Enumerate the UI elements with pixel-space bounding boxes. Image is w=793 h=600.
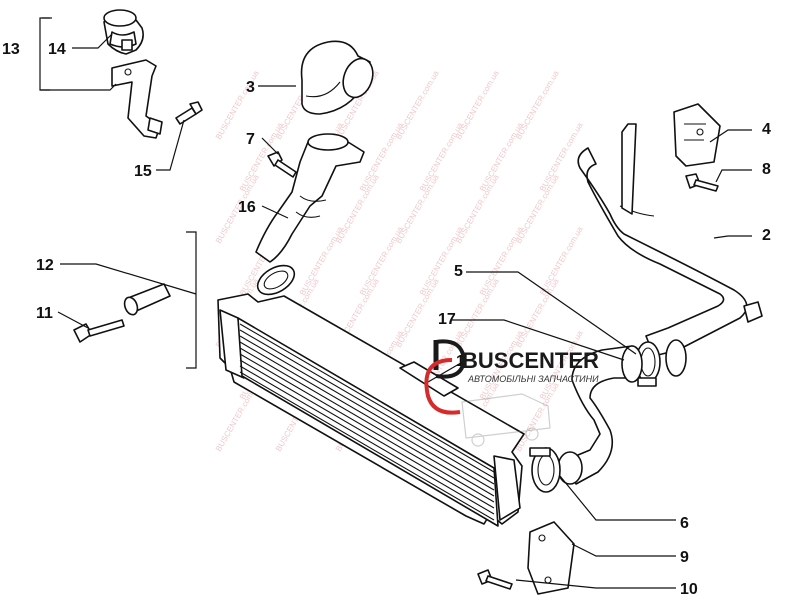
intercooler-fin bbox=[239, 353, 495, 503]
part-7-bolt bbox=[267, 151, 297, 178]
watermark-text: BUSCENTER.com.ua bbox=[514, 381, 561, 453]
watermark-text: BUSCENTER.com.ua bbox=[538, 121, 585, 193]
watermark-text: BUSCENTER.com.ua bbox=[478, 121, 525, 193]
callout-2: 2 bbox=[762, 227, 771, 244]
callout-10: 10 bbox=[680, 581, 698, 598]
leader-lines bbox=[40, 17, 752, 589]
callout-1: 1 bbox=[456, 353, 465, 370]
watermark-text: BUSCENTER.com.ua bbox=[298, 225, 345, 297]
callout-8: 8 bbox=[762, 161, 771, 178]
intercooler-fin bbox=[239, 371, 495, 521]
callout-13: 13 bbox=[2, 41, 20, 58]
callout-16: 16 bbox=[238, 199, 256, 216]
intercooler-fin bbox=[239, 347, 495, 497]
part-1-intercooler bbox=[217, 293, 525, 527]
part-3-elbow-hose bbox=[300, 40, 374, 115]
callout-3: 3 bbox=[246, 79, 255, 96]
intercooler-fins bbox=[239, 323, 495, 521]
group-bracket-12 bbox=[186, 231, 197, 369]
intercooler-fin bbox=[239, 359, 495, 509]
logo-brand: BUSCENTER bbox=[462, 348, 599, 373]
callout-7: 7 bbox=[246, 131, 255, 148]
intercooler-fin bbox=[239, 323, 495, 473]
callout-15: 15 bbox=[134, 163, 152, 180]
part-16-hose bbox=[255, 133, 365, 296]
intercooler-fin bbox=[239, 341, 495, 491]
callout-11: 11 bbox=[36, 305, 53, 322]
logo-tagline: АВТОМОБІЛЬНІ ЗАПЧАСТИНИ bbox=[467, 374, 599, 384]
part-6-clamp bbox=[529, 447, 561, 493]
callout-12: 12 bbox=[36, 257, 54, 274]
watermark-text: BUSCENTER.com.ua bbox=[358, 225, 405, 297]
watermark-text: BUSCENTER.com.ua bbox=[418, 225, 465, 297]
buscenter-logo: BUSCENTER АВТОМОБІЛЬНІ ЗАПЧАСТИНИ bbox=[424, 339, 599, 447]
intercooler-fin bbox=[239, 329, 495, 479]
callout-6: 6 bbox=[680, 515, 689, 532]
part-8-bolt bbox=[685, 173, 719, 192]
watermark-text: BUSCENTER.com.ua bbox=[478, 225, 525, 297]
part-9-cover bbox=[527, 521, 575, 595]
callout-17: 17 bbox=[438, 311, 456, 328]
part-15-bolt bbox=[175, 101, 203, 125]
callout-9: 9 bbox=[680, 549, 689, 566]
watermark-text: BUSCENTER.com.ua bbox=[358, 121, 405, 193]
part-14-clamp bbox=[103, 9, 144, 55]
intercooler-fin bbox=[239, 335, 495, 485]
bus-silhouette-icon bbox=[461, 393, 551, 447]
part-17-bent-hose bbox=[557, 345, 643, 485]
intercooler-fin bbox=[239, 365, 495, 515]
watermark-text: BUSCENTER.com.ua bbox=[538, 225, 585, 297]
callout-14: 14 bbox=[48, 41, 66, 58]
callout-4: 4 bbox=[762, 121, 771, 138]
part-11-bolt bbox=[73, 319, 125, 343]
part-10-bolt bbox=[477, 569, 513, 590]
part-4-bracket bbox=[673, 103, 721, 167]
part-13-bracket bbox=[111, 59, 163, 139]
part-2-long-hose bbox=[577, 123, 763, 377]
callout-5: 5 bbox=[454, 263, 463, 280]
watermark-text: BUSCENTER.com.ua bbox=[418, 121, 465, 193]
callout-labels: 13 14 15 3 7 16 12 11 1 17 5 2 4 8 6 9 1… bbox=[2, 41, 771, 598]
part-12-spacer bbox=[123, 283, 171, 316]
